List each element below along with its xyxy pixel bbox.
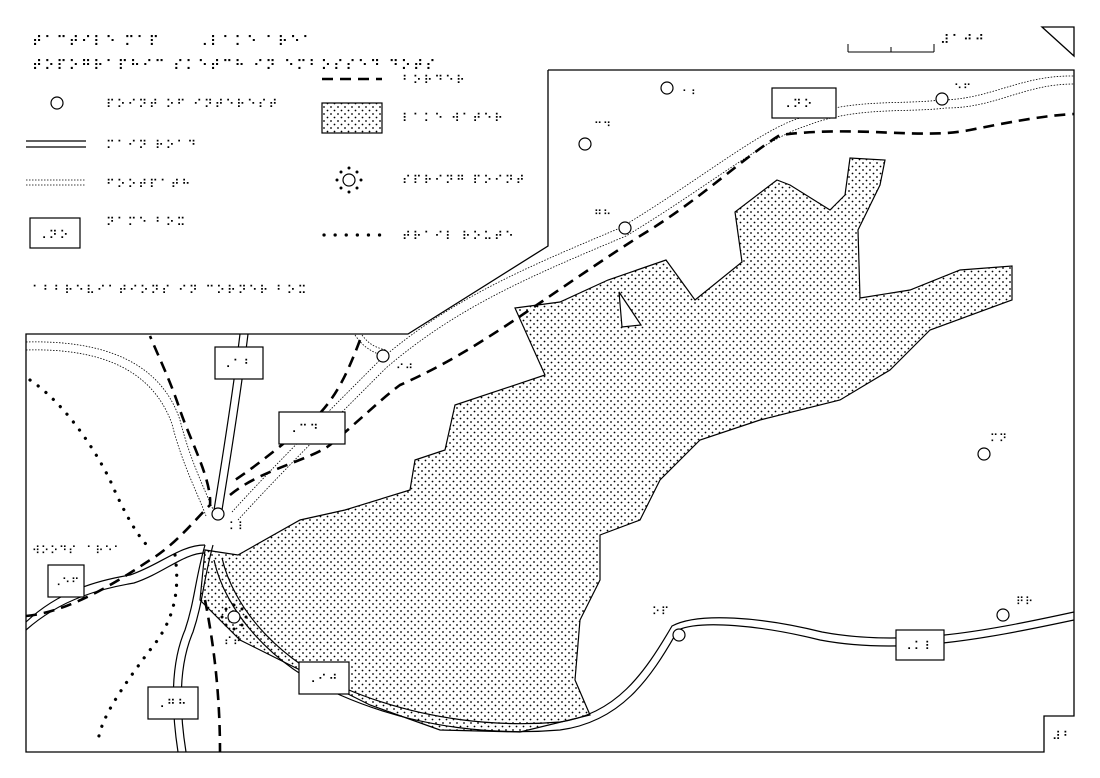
scale-label: ⠼⠁⠚⠚ xyxy=(940,33,986,48)
poi-point-icon[interactable] xyxy=(376,349,390,363)
name-box-left-upper[interactable]: ⠠⠁⠃ xyxy=(214,346,264,380)
svg-text:⠠⠊⠚: ⠠⠊⠚ xyxy=(307,672,339,686)
poi-point-icon[interactable] xyxy=(977,447,991,461)
border-line-west xyxy=(25,335,212,618)
map-title: ⠞⠁⠉⠞⠊⠇⠑ ⠍⠁⠏⠀⠀⠀⠠⠇⠁⠅⠑ ⠁⠗⠑⠁ xyxy=(32,34,315,50)
poi-points xyxy=(211,81,1010,642)
lake-water-area xyxy=(199,157,1013,733)
poi-point-icon[interactable] xyxy=(996,608,1010,622)
name-box-left-mid[interactable]: ⠠⠉⠙ xyxy=(278,411,346,445)
legend-trail-label: ⠞⠗⠁⠊⠇ ⠗⠕⠥⠞⠑ xyxy=(402,229,516,243)
legend-road-icon xyxy=(26,140,86,148)
point-label: ⠟⠗ xyxy=(1016,595,1034,608)
trail-west-1 xyxy=(28,378,152,550)
legend-point-icon xyxy=(50,96,64,110)
corner-mark: ⠼⠃ xyxy=(1052,729,1074,743)
point-label: ⠅⠇ xyxy=(229,520,247,533)
point-label: ⠉⠙ xyxy=(594,120,612,133)
point-label: ⠍⠝ xyxy=(990,432,1008,445)
poi-point-icon[interactable] xyxy=(672,628,686,642)
map-frame xyxy=(25,69,1075,753)
poi-point-icon[interactable] xyxy=(578,137,592,151)
north-arrow-icon xyxy=(1040,26,1075,58)
island-shape xyxy=(618,291,643,328)
border-line-south xyxy=(203,599,222,753)
svg-text:⠠⠝⠕: ⠠⠝⠕ xyxy=(782,97,814,111)
legend: ⠏⠕⠊⠝⠞ ⠕⠋ ⠊⠝⠞⠑⠗⠑⠎⠞ ⠍⠁⠊⠝ ⠗⠕⠁⠙ ⠋⠕⠕⠞⠏⠁⠞⠓ ⠠⠝⠕… xyxy=(26,73,527,297)
point-label: ⠛⠓ xyxy=(594,208,612,221)
legend-note: ⠁⠃⠃⠗⠑⠧⠊⠁⠞⠊⠕⠝⠎ ⠊⠝ ⠉⠕⠗⠝⠑⠗ ⠃⠕⠭ xyxy=(32,283,308,297)
poi-point-icon[interactable] xyxy=(618,221,632,235)
spring-point-icon[interactable] xyxy=(220,603,248,631)
svg-text:⠠⠁⠃: ⠠⠁⠃ xyxy=(222,357,254,371)
name-box-bottom-left[interactable]: ⠠⠛⠓ xyxy=(147,686,199,720)
legend-water-label: ⠇⠁⠅⠑ ⠺⠁⠞⠑⠗ xyxy=(402,111,505,125)
name-box-bottom-mid[interactable]: ⠠⠊⠚ xyxy=(298,661,350,695)
name-box-right[interactable]: ⠠⠅⠇ xyxy=(895,629,945,661)
svg-text:⠠⠛⠓: ⠠⠛⠓ xyxy=(156,697,188,711)
legend-label-box-label: ⠝⠁⠍⠑ ⠃⠕⠭ xyxy=(106,215,187,229)
name-box-top[interactable]: ⠠⠝⠕ xyxy=(771,87,837,119)
legend-label-box-sample: ⠠⠝⠕ xyxy=(38,228,70,242)
legend-spring-icon xyxy=(335,166,363,194)
name-box-left-lower[interactable]: ⠠⠑⠋ xyxy=(47,564,85,598)
footpath-short xyxy=(354,334,387,357)
svg-text:⠠⠑⠋: ⠠⠑⠋ xyxy=(53,576,80,589)
svg-text:⠠⠉⠙: ⠠⠉⠙ xyxy=(288,422,320,436)
point-label: ⠑⠋ xyxy=(954,82,972,95)
footpath-left xyxy=(25,341,215,517)
legend-road-label: ⠍⠁⠊⠝ ⠗⠕⠁⠙ xyxy=(106,138,198,152)
trail-west-2 xyxy=(96,553,179,744)
scale-bar: ⠼⠁⠚⠚ xyxy=(847,33,986,53)
left-edge-label: ⠺⠕⠕⠙⠎⠀⠁⠗⠑⠁ xyxy=(32,544,123,557)
point-label: ⠎⠞ xyxy=(224,635,242,648)
poi-point-icon[interactable] xyxy=(935,92,949,106)
map-subtitle: ⠞⠕⠏⠕⠛⠗⠁⠏⠓⠊⠉ ⠎⠅⠑⠞⠉⠓ ⠊⠝ ⠑⠍⠃⠕⠎⠎⠑⠙ ⠙⠕⠞⠎ xyxy=(32,58,438,74)
point-label: ⠁⠃ xyxy=(682,88,700,101)
legend-water-icon xyxy=(321,102,383,134)
legend-point-label: ⠏⠕⠊⠝⠞ ⠕⠋ ⠊⠝⠞⠑⠗⠑⠎⠞ xyxy=(106,97,279,111)
point-label: ⠕⠏ xyxy=(652,605,670,618)
legend-path-label: ⠋⠕⠕⠞⠏⠁⠞⠓ xyxy=(106,177,192,191)
road-west xyxy=(25,544,206,631)
legend-spring-label: ⠎⠏⠗⠊⠝⠛ ⠏⠕⠊⠝⠞ xyxy=(402,173,527,187)
poi-point-icon[interactable] xyxy=(660,81,674,95)
legend-label-box-icon xyxy=(29,217,81,249)
svg-text:⠠⠅⠇: ⠠⠅⠇ xyxy=(903,639,935,653)
legend-path-icon xyxy=(26,179,86,186)
poi-point-icon[interactable] xyxy=(211,507,225,521)
point-label: ⠊⠚ xyxy=(396,362,414,375)
legend-border-label: ⠃⠕⠗⠙⠑⠗ xyxy=(402,73,467,87)
border-line-main xyxy=(229,112,1075,496)
